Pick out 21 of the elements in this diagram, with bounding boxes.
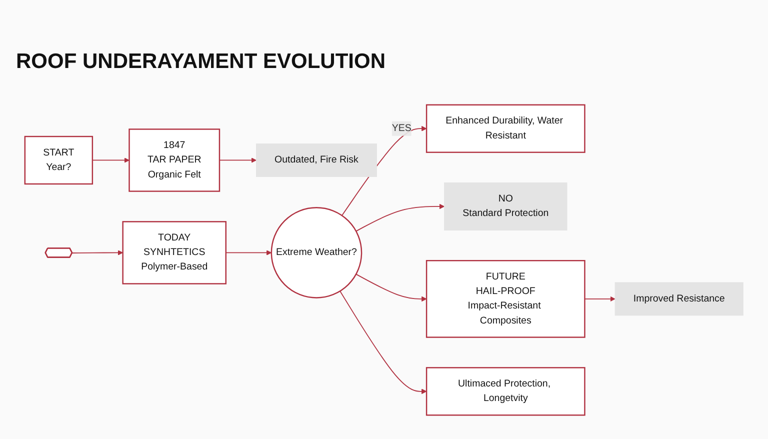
edge-label: YES [392, 123, 412, 134]
node-circle: Extreme Weather? [270, 207, 362, 298]
arrow [584, 296, 616, 302]
arrow [219, 158, 257, 163]
arrow [340, 290, 427, 394]
node-box: START Year? [24, 136, 94, 185]
node-box: NO Standard Protection [444, 182, 568, 230]
arrow [225, 250, 272, 256]
node-box: Ultimaced Protection, Longetvity [426, 367, 586, 416]
arrow [356, 274, 427, 302]
node-box: TODAY SYNHTETICS Polymer-Based [122, 221, 226, 284]
node-box: Enhanced Durability, Water Resistant [426, 104, 586, 153]
arrow [92, 158, 130, 163]
arrow [342, 126, 427, 216]
node-box: Improved Resistance [614, 282, 744, 316]
arrow [72, 250, 124, 256]
node-box: Outdated, Fire Risk [256, 144, 377, 177]
node-box: FUTURE HAIL-PROOF Impact-Resistant Composites [426, 260, 586, 338]
arrow [356, 204, 445, 232]
diagram-title: ROOF UNDERAYAMENT EVOLUTION [16, 50, 386, 74]
node-box: 1847 TAR PAPER Organic Felt [128, 128, 220, 192]
